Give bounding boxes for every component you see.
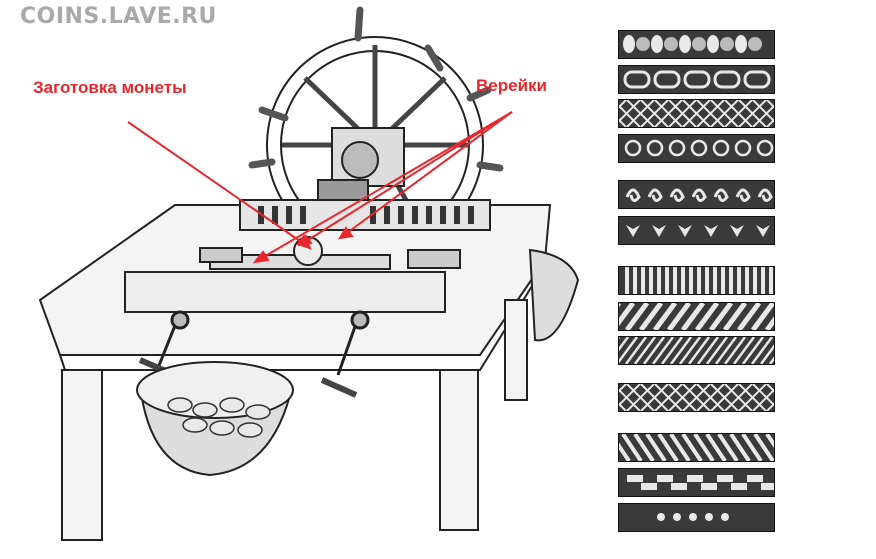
coin-edge-rolling-machine-illustration [38, 6, 580, 541]
edge-strip-vertical-lines [618, 266, 775, 295]
screws [138, 310, 370, 398]
front-plank [124, 271, 446, 313]
edge-strip-scrolls [618, 180, 775, 209]
coin-blank-label: Заготовка монеты [33, 78, 187, 97]
edge-strip-chain-links [618, 65, 775, 94]
table-leg-front-left [61, 369, 103, 541]
table-leg-back-right [504, 299, 528, 401]
edge-strip-ovals-circles [618, 30, 775, 59]
annotation-arrows [127, 111, 513, 264]
watermark: COINS.LAVE.RU [20, 4, 217, 29]
edge-strip-diamond-lattice [618, 383, 775, 412]
edge-strip-leaves [618, 216, 775, 245]
edge-strip-dots [618, 503, 775, 532]
edge-strip-diagonal-right [618, 433, 775, 462]
ropes-label: Верейки [476, 76, 547, 95]
table-leg-front-right [439, 369, 479, 531]
edge-strip-lattice [618, 99, 775, 128]
edge-pattern-strips [616, 30, 776, 540]
wheel-handles [248, 6, 504, 172]
coin-basket-illustration [136, 248, 580, 477]
edge-strip-rings [618, 134, 775, 163]
hub [341, 141, 379, 179]
edge-strip-diagonal-thin [618, 336, 775, 365]
edge-strip-diagonal-thick [618, 302, 775, 331]
edge-strip-zigzag-blocks [618, 468, 775, 497]
upper-rack [239, 199, 491, 231]
